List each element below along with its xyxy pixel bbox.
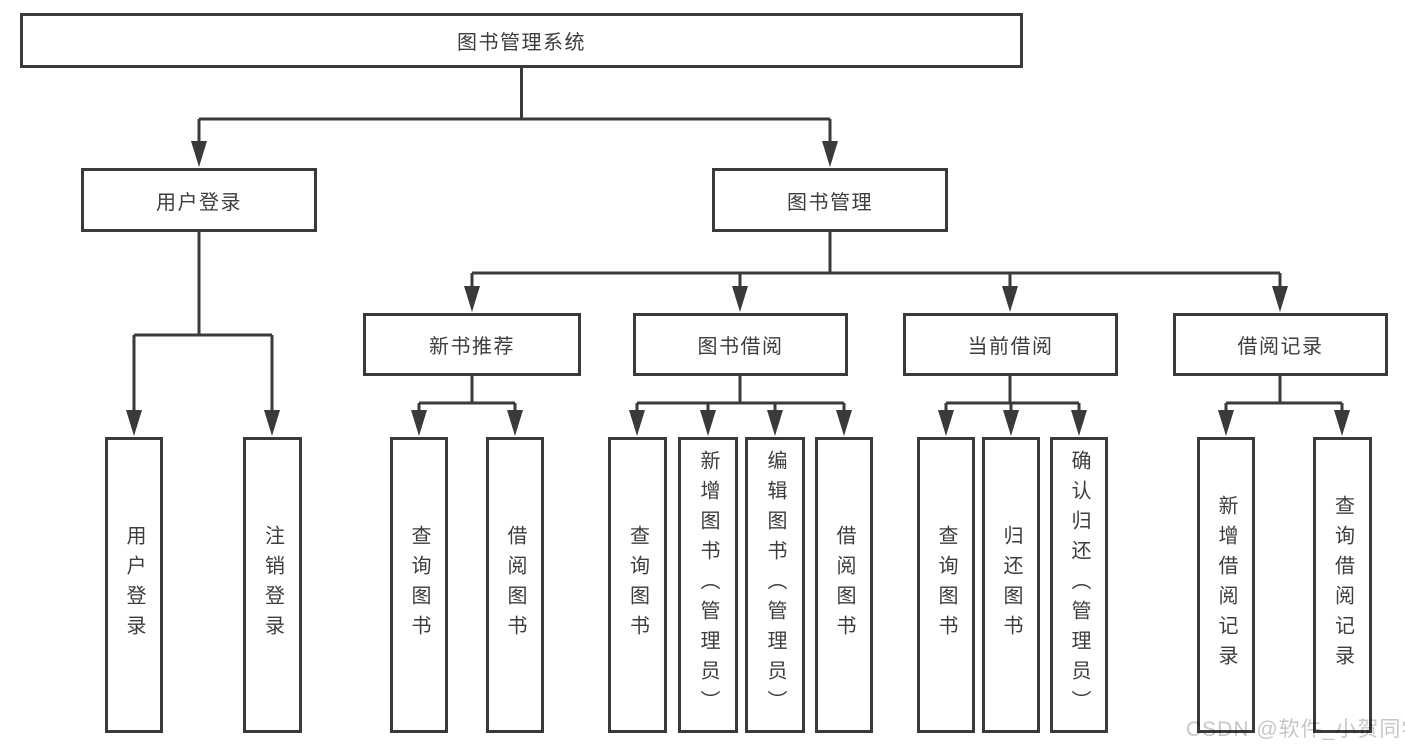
csdn-watermark: CSDN @软件_小贺同学: [1186, 718, 1405, 741]
node-leaf-borrow-borrow: 借阅图书: [815, 437, 873, 733]
node-leaf-borrow-add-admin-label: 新增图书（管理员）: [697, 450, 719, 720]
node-leaf-records-add: 新增借阅记录: [1197, 437, 1255, 733]
connector-login-to-leaves: [132, 232, 274, 415]
node-current-borrow-label: 当前借阅: [967, 336, 1054, 358]
node-leaf-borrow-query: 查询图书: [608, 437, 667, 733]
node-leaf-newbook-borrow: 借阅图书: [486, 437, 544, 733]
node-book-manage-label: 图书管理: [787, 191, 873, 214]
node-leaf-borrow-borrow-label: 借阅图书: [833, 525, 855, 645]
node-leaf-borrow-add-admin: 新增图书（管理员）: [678, 437, 738, 733]
node-leaf-current-query-label: 查询图书: [935, 525, 957, 645]
node-leaf-logout: 注销登录: [243, 437, 302, 733]
node-leaf-current-return: 归还图书: [982, 437, 1040, 733]
arrowheads: [126, 141, 1350, 436]
node-leaf-current-return-label: 归还图书: [1000, 525, 1022, 645]
node-leaf-user-login: 用户登录: [105, 437, 163, 733]
node-leaf-borrow-query-label: 查询图书: [626, 525, 649, 645]
node-leaf-current-confirm-admin: 确认归还（管理员）: [1050, 437, 1108, 733]
connector-records-to-leaves: [1224, 376, 1344, 415]
node-leaf-records-query: 查询借阅记录: [1313, 437, 1372, 733]
connector-current-to-leaves: [944, 376, 1081, 415]
node-leaf-borrow-edit-admin-label: 编辑图书（管理员）: [764, 450, 786, 720]
node-borrow-records-label: 借阅记录: [1237, 336, 1324, 358]
node-leaf-records-query-label: 查询借阅记录: [1331, 495, 1354, 675]
node-user-login-label: 用户登录: [156, 191, 242, 214]
node-leaf-records-add-label: 新增借阅记录: [1215, 495, 1237, 675]
node-book-manage: 图书管理: [712, 168, 948, 232]
node-user-login: 用户登录: [81, 168, 317, 232]
node-leaf-newbook-borrow-label: 借阅图书: [504, 525, 526, 645]
node-leaf-user-login-label: 用户登录: [123, 525, 145, 645]
node-new-book-recommend-label: 新书推荐: [429, 336, 515, 358]
node-borrow-records: 借阅记录: [1173, 313, 1388, 376]
node-leaf-logout-label: 注销登录: [261, 525, 284, 645]
node-book-borrow: 图书借阅: [633, 313, 848, 376]
connector-root-to-level2: [197, 68, 832, 145]
node-book-borrow-label: 图书借阅: [697, 336, 784, 358]
node-current-borrow: 当前借阅: [903, 313, 1118, 376]
node-leaf-current-query: 查询图书: [917, 437, 975, 733]
connector-newbook-to-leaves: [417, 376, 517, 415]
node-leaf-newbook-query: 查询图书: [390, 437, 448, 733]
connector-borrow-to-leaves: [635, 376, 846, 415]
node-root-label: 图书管理系统: [457, 32, 586, 54]
node-new-book-recommend: 新书推荐: [363, 313, 581, 376]
node-leaf-current-confirm-admin-label: 确认归还（管理员）: [1068, 450, 1090, 720]
node-root: 图书管理系统: [20, 13, 1023, 68]
connector-manage-to-level3: [470, 232, 1282, 290]
node-leaf-borrow-edit-admin: 编辑图书（管理员）: [745, 437, 805, 733]
node-leaf-newbook-query-label: 查询图书: [408, 525, 430, 645]
